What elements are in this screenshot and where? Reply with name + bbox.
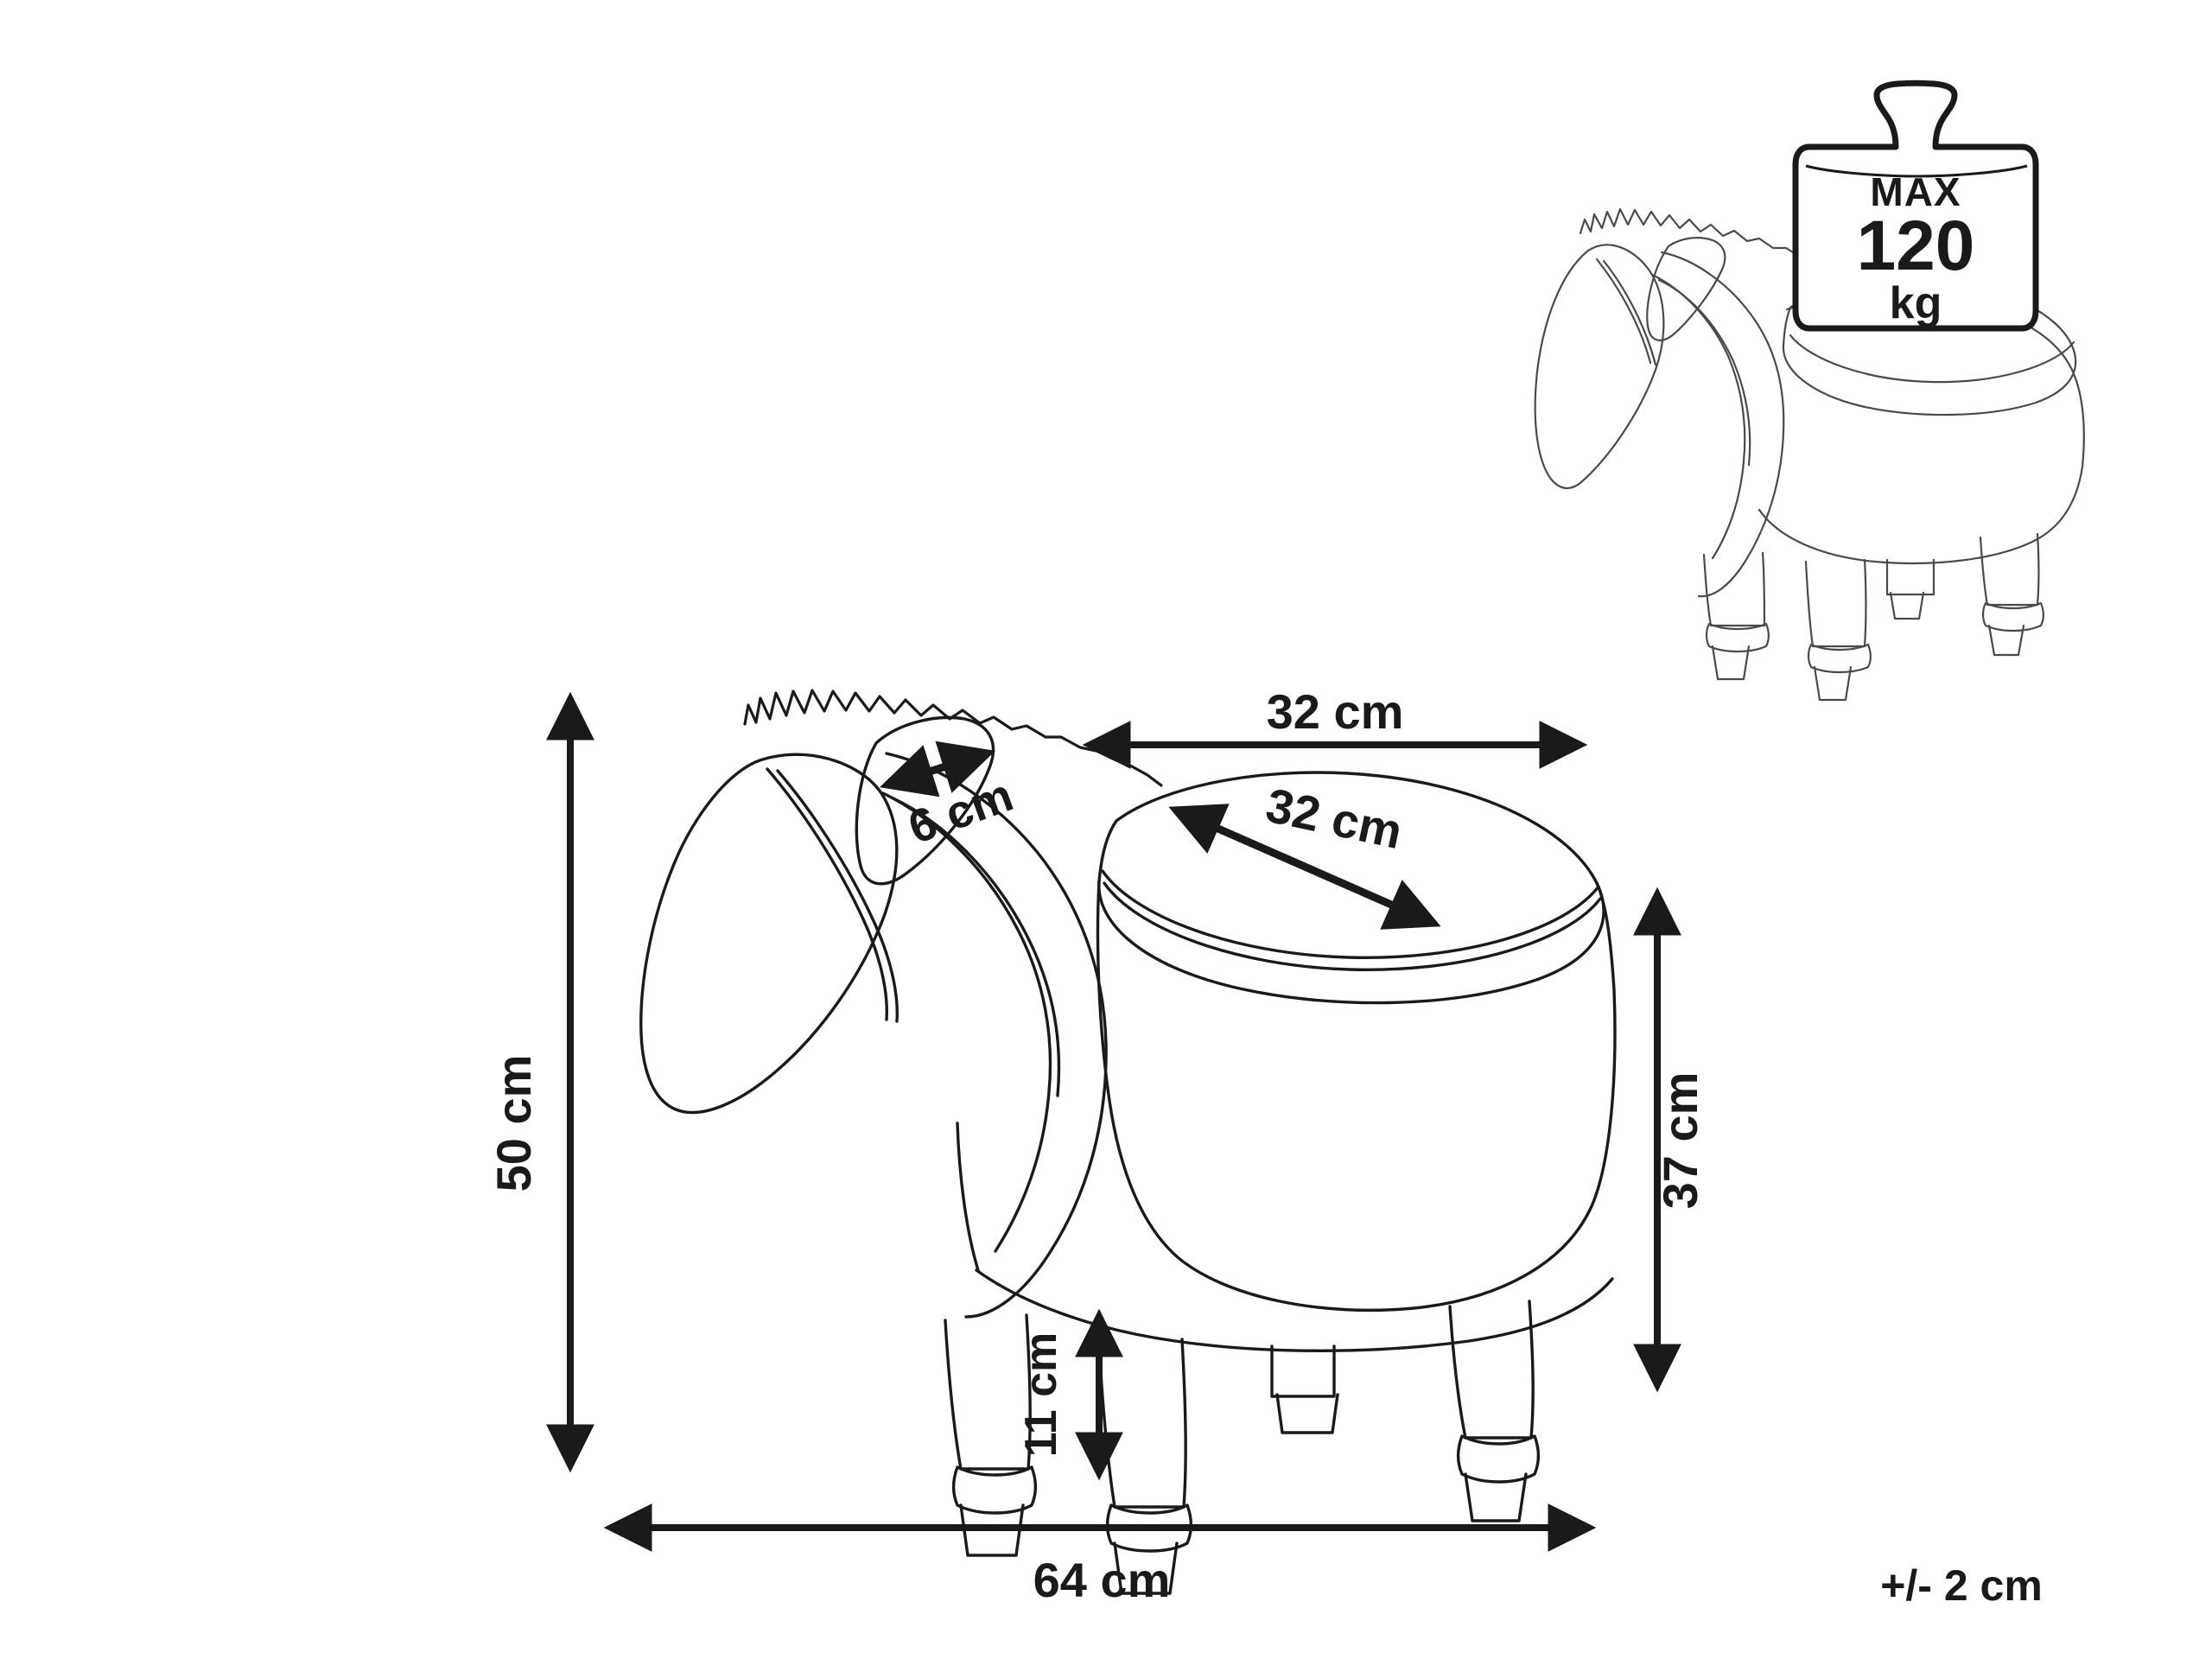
seat-height-label: 37 cm [1653, 1072, 1707, 1210]
dimension-ear-size: 6 cm [879, 741, 1020, 854]
head-outline [639, 753, 899, 1115]
weight-icon [1792, 79, 2039, 332]
inset-leg-front-right-band [1807, 643, 1872, 674]
head-seam-outer [766, 767, 888, 1021]
seat-top-opening [1097, 771, 1605, 1005]
mane-icon [743, 689, 1163, 787]
inset-leg-front-left-foot [1711, 645, 1751, 681]
weight-icon-inner-line [1805, 164, 2028, 178]
inset-head-seam [1595, 257, 1652, 365]
belly-outline [975, 1268, 1614, 1352]
leg-rear-mid-foot [1275, 1393, 1339, 1434]
leg-rear-mid [1270, 1344, 1336, 1398]
seat-width-label: 32 cm [1267, 684, 1404, 739]
inset-head-seam-2 [1602, 259, 1657, 366]
dimension-seat-depth: 32 cm [1168, 778, 1441, 930]
ear-outline [855, 715, 995, 886]
max-label: MAX [1870, 169, 1961, 214]
dimension-seat-height: 37 cm [1633, 887, 1707, 1393]
overall-length-label: 64 cm [1033, 1553, 1171, 1607]
dimension-overall-length: 64 cm [603, 1503, 1597, 1607]
inset-leg-front-left-band [1705, 622, 1770, 653]
inset-leg-front-right-foot [1813, 665, 1853, 702]
max-unit: kg [1890, 278, 1942, 328]
seat-depth-label: 32 cm [1262, 778, 1407, 860]
leg-rear-right [1448, 1300, 1535, 1440]
inset-neck-seam-2 [1657, 278, 1751, 467]
chest-outline [956, 1122, 980, 1272]
leg-front-left [944, 1313, 1032, 1471]
leg-front-right-foot [1113, 1541, 1179, 1595]
inset-neck-outline [1660, 251, 1785, 598]
neck-seam-b [892, 797, 1061, 1097]
tolerance-note: +/- 2 cm [1880, 1561, 2043, 1610]
leg-rear-right-band [1456, 1434, 1541, 1484]
inset-leg-rear-right-band [1981, 601, 2045, 632]
ear-size-arrow [879, 741, 996, 798]
inset-leg-front-left [1702, 551, 1766, 627]
neck-outline [885, 752, 1108, 1319]
inset-leg-rear-mid-foot [1889, 591, 1925, 620]
dimension-seat-width: 32 cm [1082, 684, 1588, 769]
seat-rim-inner-2 [1103, 881, 1602, 972]
seat-body-outline [1096, 880, 1617, 1313]
neck-seam-a [881, 791, 1052, 1253]
head-seam-inner [776, 769, 899, 1023]
dimension-leg-height: 11 cm [1016, 1308, 1123, 1481]
inset-leg-rear-right-foot [1987, 624, 2025, 657]
dimension-overall-height: 50 cm [486, 691, 594, 1473]
max-value: 120 [1857, 207, 1975, 285]
inset-seat-rim [1789, 334, 2075, 384]
overall-height-label: 50 cm [486, 1055, 541, 1192]
inset-mane-icon [1579, 207, 1840, 276]
inset-leg-rear-mid [1885, 558, 1936, 596]
leg-height-label: 11 cm [1016, 1332, 1066, 1458]
ear-size-label: 6 cm [902, 769, 1020, 854]
inset-ear-outline [1646, 237, 1726, 341]
seat-depth-arrow [1168, 804, 1441, 930]
seat-rim-inner [1101, 869, 1600, 960]
